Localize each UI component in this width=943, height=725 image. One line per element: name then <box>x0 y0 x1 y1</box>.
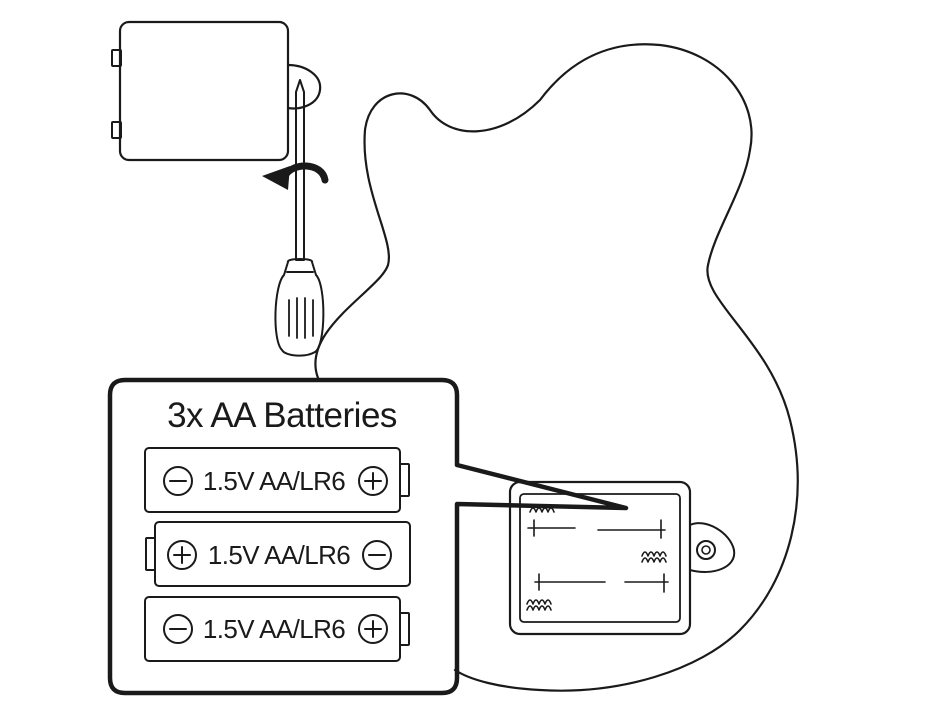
battery-label: 1.5V AA/LR6 <box>208 540 350 570</box>
battery-1: 1.5V AA/LR6 <box>144 447 410 513</box>
minus-terminal-icon <box>163 466 193 496</box>
battery-compartment-icon <box>508 480 736 636</box>
screwdriver-icon <box>274 79 325 357</box>
battery-label: 1.5V AA/LR6 <box>203 466 345 496</box>
plus-terminal-icon <box>358 614 388 644</box>
battery-callout: 3x AA Batteries <box>107 377 629 696</box>
battery-3: 1.5V AA/LR6 <box>144 596 410 662</box>
minus-terminal-icon <box>163 614 193 644</box>
plus-terminal-icon <box>167 540 197 570</box>
callout-title: 3x AA Batteries <box>167 396 397 435</box>
battery-label: 1.5V AA/LR6 <box>203 614 345 644</box>
minus-terminal-icon <box>362 540 392 570</box>
counterclockwise-arrow-icon <box>262 162 329 190</box>
plus-terminal-icon <box>358 466 388 496</box>
battery-2: 1.5V AA/LR6 <box>145 521 411 587</box>
guitar-body-icon <box>314 43 799 692</box>
battery-cover-icon <box>111 20 322 162</box>
